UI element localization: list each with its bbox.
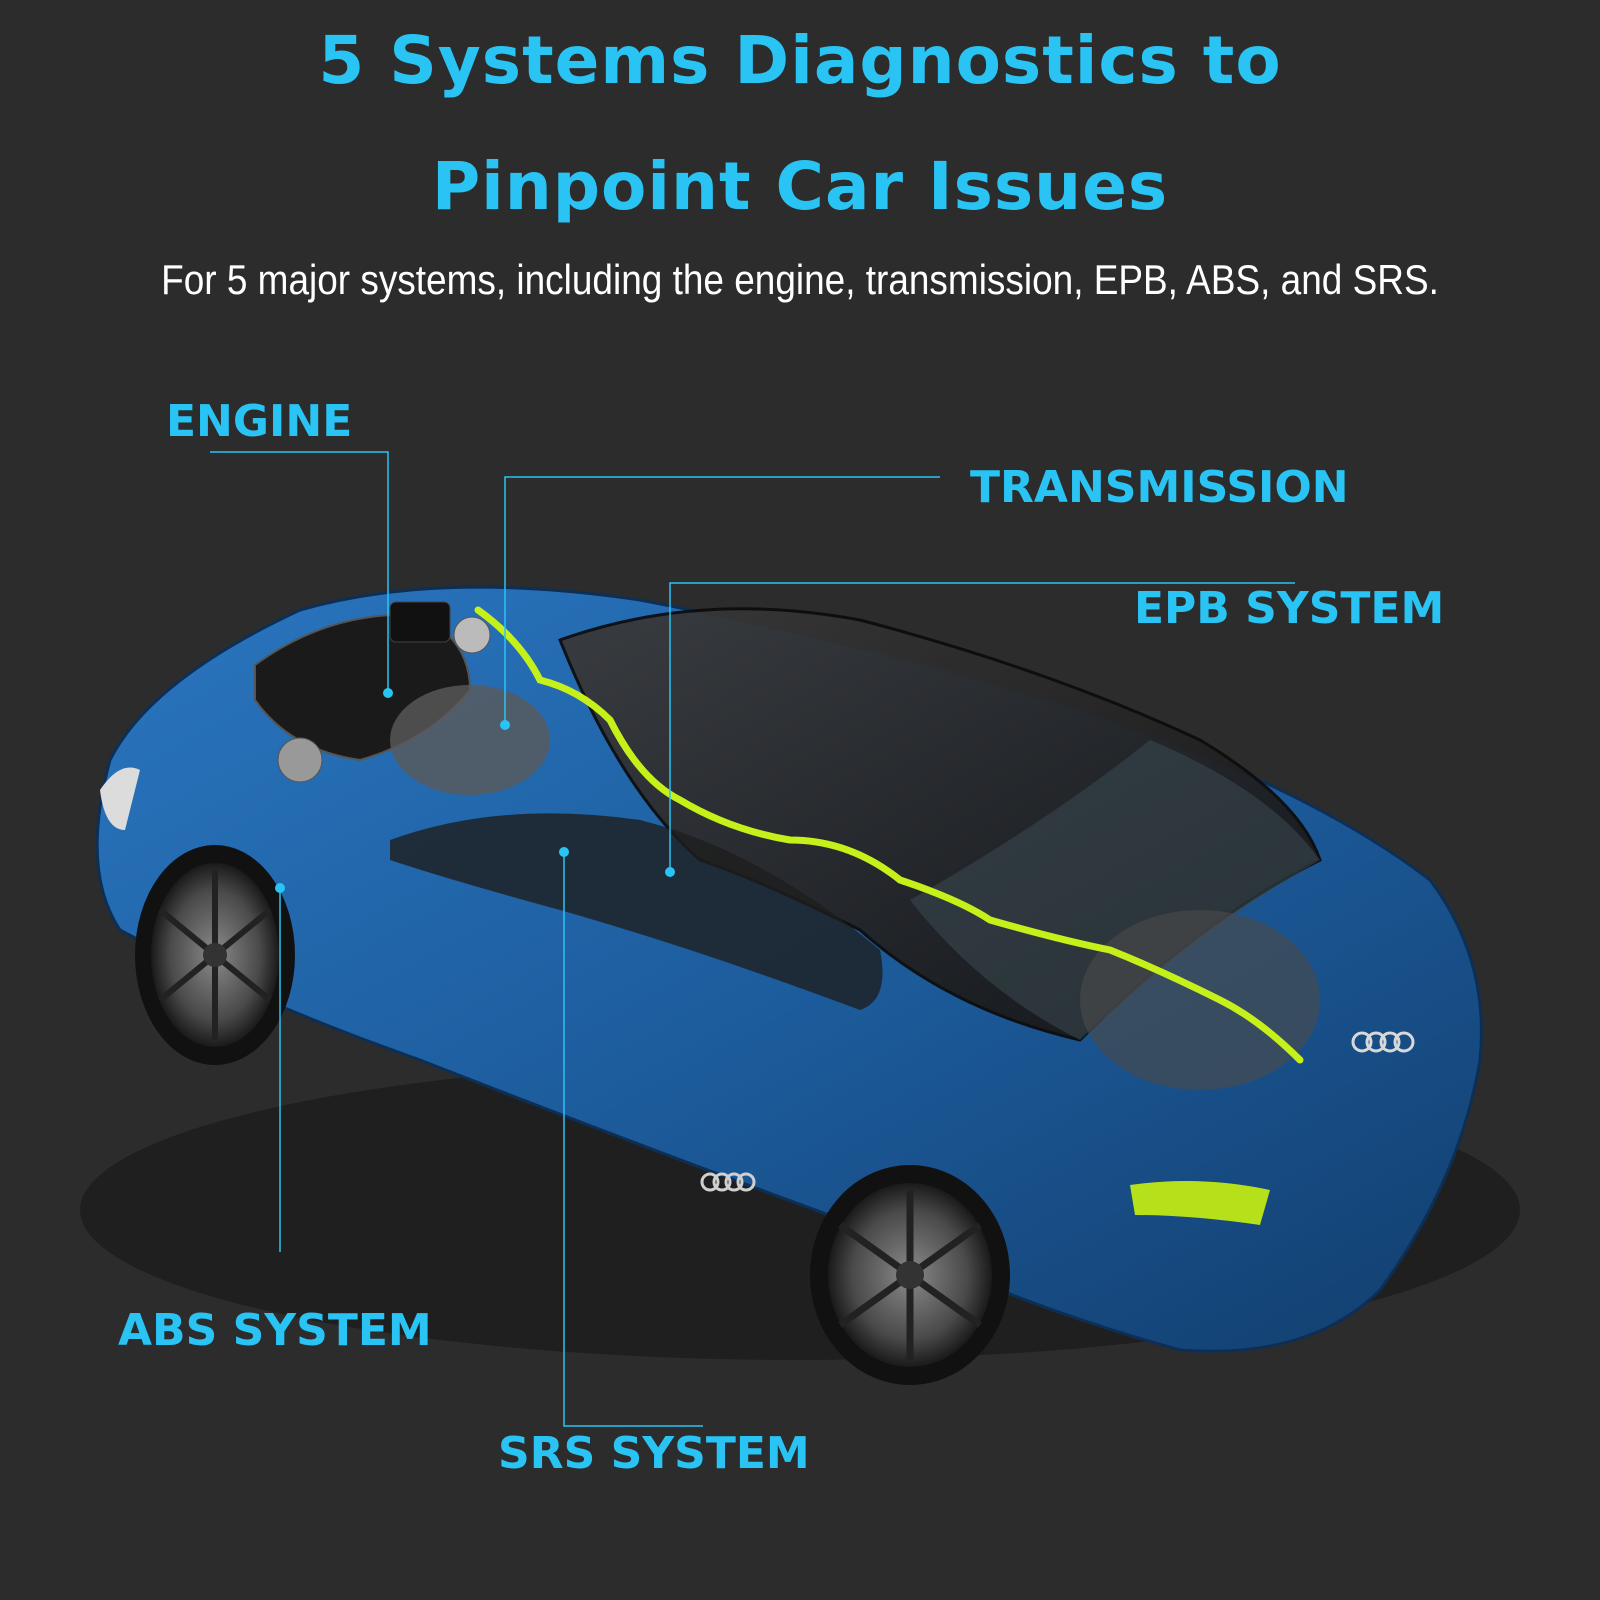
tail-light	[1130, 1181, 1270, 1225]
srs-leader-line	[563, 852, 703, 1427]
srs-system-callout-label: SRS SYSTEM	[498, 1428, 810, 1479]
page-title-line-1: 5 Systems Diagnostics to	[318, 22, 1282, 99]
transmission-callout-label: TRANSMISSION	[970, 462, 1349, 513]
engine-leader-line	[210, 451, 389, 693]
rear-wheel	[810, 1165, 1010, 1385]
engine-leader-dot	[383, 688, 393, 698]
engine-component	[389, 601, 451, 643]
transmission-leader-dot	[500, 720, 510, 730]
srs-leader-dot	[559, 847, 569, 857]
page-subtitle: For 5 major systems, including the engin…	[161, 256, 1439, 303]
engine-component	[453, 616, 491, 654]
transmission-unit	[390, 685, 550, 795]
rear-badge-icon	[1351, 1031, 1415, 1053]
brand-badge-icon	[700, 1172, 756, 1192]
transmission-leader-line	[504, 476, 940, 725]
page-title-line-2: Pinpoint Car Issues	[431, 148, 1169, 225]
abs-system-callout-label: ABS SYSTEM	[118, 1305, 432, 1356]
epb-system-callout-label: EPB SYSTEM	[1134, 583, 1445, 634]
rear-suspension	[1080, 910, 1320, 1090]
side-window	[390, 813, 883, 1010]
engine-callout-label: ENGINE	[166, 396, 353, 447]
front-wheel	[135, 845, 295, 1065]
headlight	[100, 767, 140, 830]
epb-leader-dot	[665, 867, 675, 877]
rear-window	[910, 740, 1320, 1040]
brake-wire	[474, 606, 1304, 1064]
abs-leader-dot	[275, 883, 285, 893]
epb-leader-line	[669, 582, 1295, 872]
engine-component	[277, 737, 323, 783]
